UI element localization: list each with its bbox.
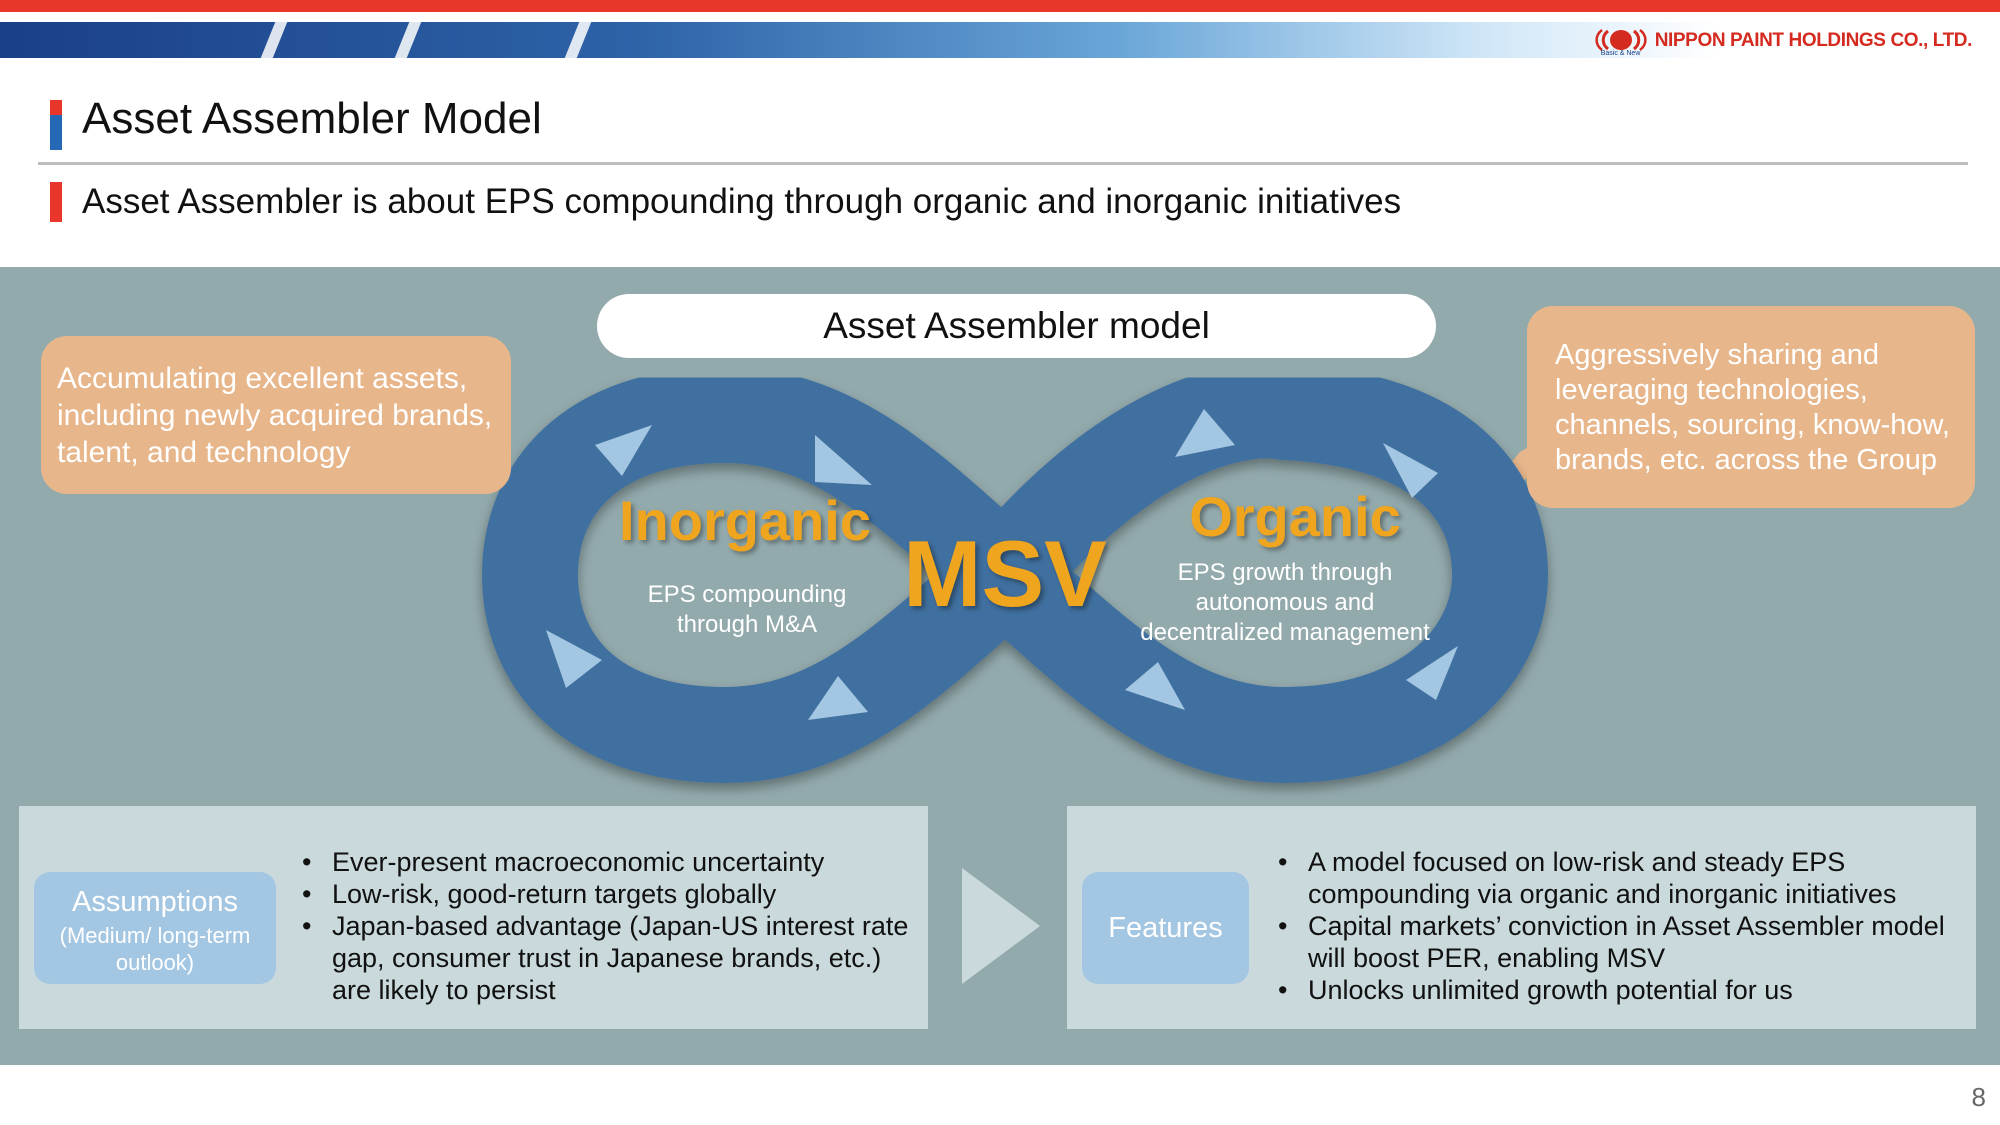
arrow-triangle-icon bbox=[1406, 646, 1458, 700]
right-callout: Aggressively sharing and leveraging tech… bbox=[1527, 306, 1975, 508]
list-item: Low-risk, good-return targets globally bbox=[302, 878, 912, 910]
logo-mark-icon bbox=[1595, 29, 1647, 51]
left-callout: Accumulating excellent assets, including… bbox=[41, 336, 511, 494]
assumptions-tag: Assumptions (Medium/ long-term outlook) bbox=[34, 872, 276, 984]
subtitle-marker bbox=[50, 182, 62, 222]
list-item: A model focused on low-risk and steady E… bbox=[1278, 846, 1968, 910]
inorganic-description: EPS compounding through M&A bbox=[647, 581, 847, 638]
msv-label: MSV bbox=[903, 521, 1107, 626]
title-divider bbox=[38, 162, 1968, 165]
list-item: Capital markets’ conviction in Asset Ass… bbox=[1278, 910, 1968, 974]
header-accent-bar bbox=[0, 0, 2000, 12]
arrow-triangle-icon bbox=[595, 425, 652, 476]
arrow-triangle-icon bbox=[1383, 443, 1438, 498]
page-subtitle: Asset Assembler is about EPS compounding… bbox=[82, 182, 1402, 221]
logo-tagline: Basic & New bbox=[1600, 50, 1641, 57]
organic-label: Organic bbox=[1189, 485, 1401, 548]
company-logo: NIPPON PAINT HOLDINGS CO., LTD. Basic & … bbox=[1593, 26, 1973, 57]
assumptions-list: Ever-present macroeconomic uncertainty L… bbox=[302, 846, 912, 1006]
title-marker bbox=[50, 100, 62, 150]
page-title: Asset Assembler Model bbox=[82, 94, 542, 143]
arrow-right-icon bbox=[962, 868, 1040, 984]
arrow-triangle-icon bbox=[1125, 662, 1185, 710]
arrow-triangle-icon bbox=[1175, 409, 1235, 457]
arrow-triangle-icon bbox=[815, 435, 872, 485]
arrow-triangle-icon bbox=[546, 630, 602, 688]
organic-description: EPS growth through autonomous and decent… bbox=[1140, 559, 1430, 646]
flow-arrows bbox=[546, 409, 1458, 720]
features-tag: Features bbox=[1082, 872, 1249, 984]
list-item: Ever-present macroeconomic uncertainty bbox=[302, 846, 912, 878]
infinity-loop bbox=[482, 362, 1548, 783]
logo-text: NIPPON PAINT HOLDINGS CO., LTD. bbox=[1654, 30, 1973, 51]
header-gradient-bar bbox=[0, 22, 2000, 58]
features-list: A model focused on low-risk and steady E… bbox=[1278, 846, 1968, 1006]
inorganic-label: Inorganic bbox=[618, 489, 872, 552]
assumptions-title: Assumptions bbox=[71, 886, 238, 918]
page-number: 8 bbox=[1971, 1082, 1986, 1112]
list-item: Unlocks unlimited growth potential for u… bbox=[1278, 974, 1968, 1006]
list-item: Japan-based advantage (Japan-US interest… bbox=[302, 910, 912, 1006]
infinity-loop-diagram bbox=[482, 362, 1548, 783]
assumptions-subtitle: (Medium/ long-term outlook) bbox=[59, 923, 251, 975]
model-title-pill: Asset Assembler model bbox=[597, 294, 1436, 358]
arrow-triangle-icon bbox=[808, 676, 868, 720]
